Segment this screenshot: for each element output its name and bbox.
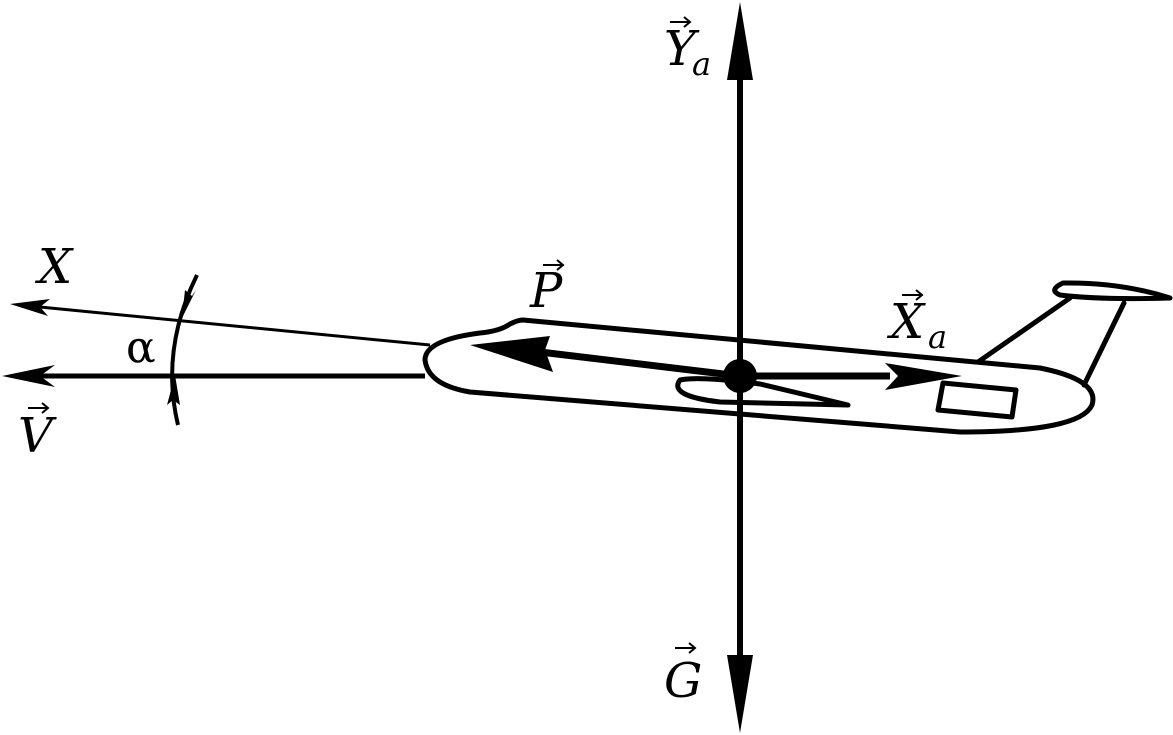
thrust-label: P — [529, 259, 565, 319]
lift-label: Y a — [664, 16, 711, 83]
velocity-vector — [2, 365, 425, 387]
angle-of-attack-symbol: α — [126, 322, 156, 373]
velocity-label-main: V — [18, 408, 57, 464]
fuselage — [422, 317, 1096, 435]
velocity-label: V — [18, 402, 57, 464]
thrust-arrowhead — [470, 336, 553, 372]
drag-arrowhead — [885, 363, 962, 390]
body-axis-label: X — [34, 239, 74, 295]
engine-nacelle — [935, 380, 1019, 420]
drag-label-sub: a — [928, 318, 947, 356]
tail-fin — [975, 295, 1127, 388]
weight-label-main: G — [664, 653, 702, 709]
angle-of-attack-arc — [167, 274, 199, 426]
drag-label: X a — [886, 289, 947, 356]
aircraft-outline — [422, 280, 1173, 435]
horizontal-stabilizer — [1052, 280, 1173, 302]
lift-label-sub: a — [692, 45, 711, 83]
lift-arrowhead — [727, 2, 753, 80]
weight-arrowhead — [727, 655, 753, 733]
weight-label: G — [664, 642, 702, 709]
angle-of-attack-label: α — [126, 322, 156, 373]
body-axis-arrowhead — [10, 299, 50, 316]
lift-label-main: Y — [664, 21, 700, 77]
arc-bottom-arrowhead — [167, 375, 180, 405]
drag-vector — [740, 363, 962, 390]
body-x-axis — [10, 299, 431, 347]
velocity-arrowhead — [2, 365, 55, 387]
center-of-mass-dot — [723, 359, 757, 393]
body-axis-label-main: X — [34, 239, 74, 295]
arc-top-arrowhead — [182, 290, 196, 318]
thrust-label-main: P — [529, 263, 563, 319]
thrust-vector — [470, 336, 741, 380]
wing — [675, 376, 851, 408]
drag-label-main: X — [886, 294, 926, 350]
